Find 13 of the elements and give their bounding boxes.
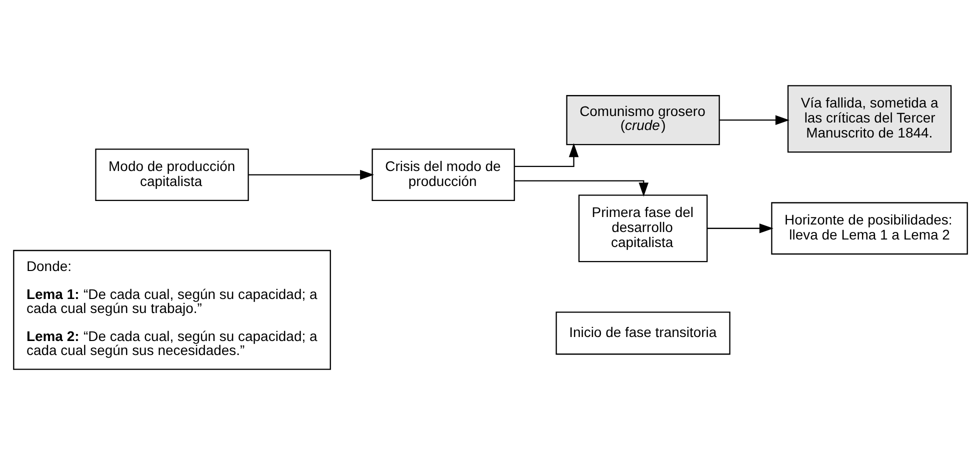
node-box: Donde: Lema 1: “De cada cual, según su capacidad; a cada cual según su trabajo.” Lema 2: “De cada cual, según su capacidad; a cada cual según sus necesidades.” bbox=[12, 250, 330, 370]
arrow bbox=[514, 143, 578, 168]
node-box: Modo de producción capitalista bbox=[94, 148, 248, 201]
node-box: Vía fallida, sometida a las críticas del Tercer Manuscrito de 1844. bbox=[786, 85, 952, 153]
node-box: Comunismo grosero (crude) bbox=[566, 95, 720, 146]
node-box: Crisis del modo de producción bbox=[371, 148, 514, 201]
arrow bbox=[514, 180, 648, 197]
arrow bbox=[706, 223, 773, 234]
node-box: Inicio de fase transitoria bbox=[555, 312, 730, 355]
arrow bbox=[718, 115, 789, 125]
arrow bbox=[248, 170, 374, 180]
node-box: Horizonte de posibilidades: lleva de Lema 1 a Lema 2 bbox=[770, 202, 968, 255]
node-box: Primera fase del desarrollo capitalista bbox=[578, 194, 708, 262]
